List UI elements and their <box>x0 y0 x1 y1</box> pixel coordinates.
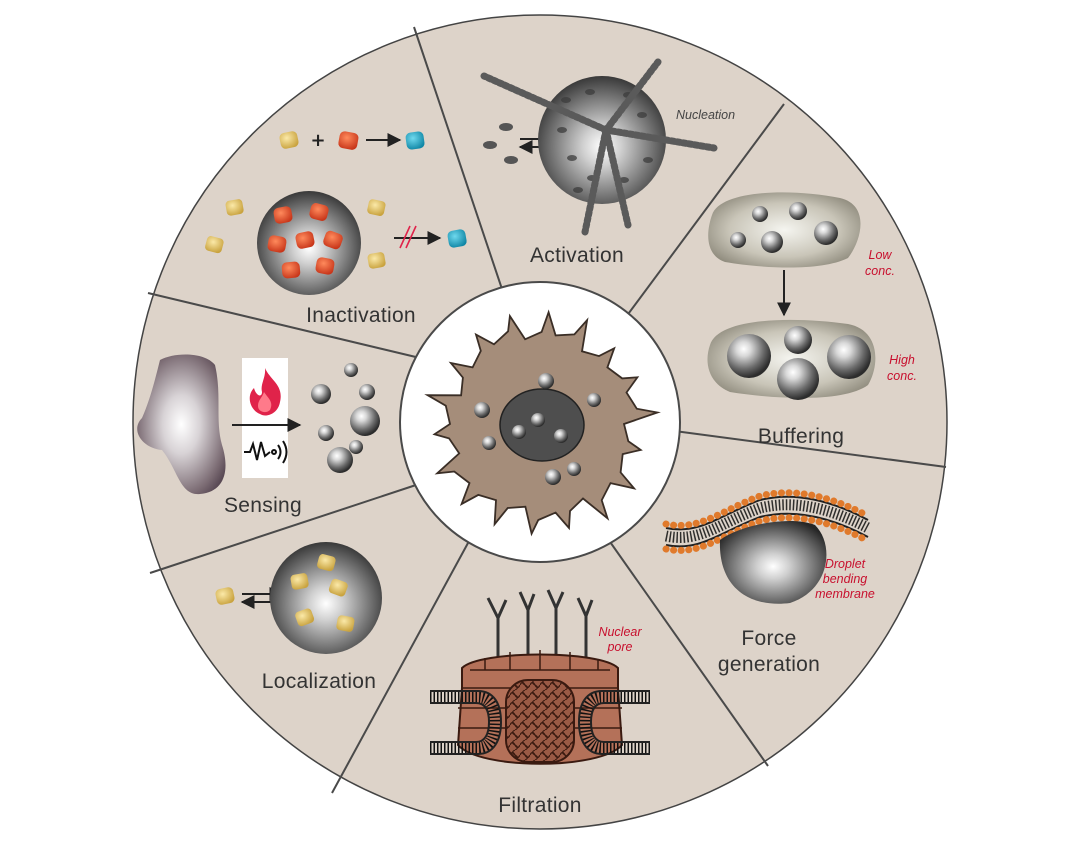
membrane-outer-leaflet <box>665 512 869 548</box>
sensing-label: Sensing <box>224 494 302 517</box>
filtration-label: Filtration <box>498 794 582 817</box>
blocked-mark <box>399 225 417 249</box>
fg-mesh <box>505 679 575 763</box>
sensing-segment: Sensing <box>137 354 380 517</box>
sound-wave-icon <box>244 440 288 464</box>
localization-clients <box>290 554 355 632</box>
plus-sign: + <box>310 130 325 151</box>
segment-dividers <box>147 26 947 794</box>
nuclear-envelope-right <box>577 690 650 755</box>
flame-inner-icon <box>258 392 272 413</box>
flame-icon <box>249 368 281 416</box>
sequestered-enzymes <box>267 203 343 279</box>
high-conc-condensates <box>727 326 871 400</box>
membrane-heads-top <box>662 489 872 529</box>
sensing-blob <box>137 354 226 495</box>
localization-label: Localization <box>262 670 377 693</box>
inactivation-free-clients <box>205 199 386 269</box>
membrane-lipid-tails <box>664 499 871 543</box>
activation-molecules <box>483 123 518 164</box>
inactivation-blocked-product <box>447 229 467 248</box>
activation-segment: Nucleation Activation <box>480 58 735 267</box>
inactivation-reactant-red <box>338 131 359 150</box>
center-cell <box>424 309 661 537</box>
force-droplet <box>719 520 827 604</box>
sensing-condensates <box>311 363 380 473</box>
activation-condensate-spots <box>557 89 653 193</box>
activation-label: Activation <box>530 244 624 267</box>
localization-segment: Localization <box>215 542 382 693</box>
nucleation-annotation: Nucleation <box>676 108 735 122</box>
membrane-inner-leaflet <box>665 495 869 531</box>
inactivation-label: Inactivation <box>306 304 416 327</box>
inactivation-segment: + Inactivation <box>205 130 467 327</box>
localization-free-client <box>215 587 235 605</box>
filaments <box>480 58 718 236</box>
nuclear-envelope-left <box>430 690 503 755</box>
low-conc-condensates <box>730 202 838 253</box>
center-condensates <box>474 373 601 485</box>
low-conc-droplet <box>708 192 861 268</box>
inactivation-product-cyan <box>405 131 425 150</box>
inactivation-reactant-yellow <box>279 131 299 149</box>
membrane-heads-bottom <box>662 514 872 554</box>
localization-condensate <box>270 542 382 654</box>
buffering-label: Buffering <box>758 425 844 448</box>
